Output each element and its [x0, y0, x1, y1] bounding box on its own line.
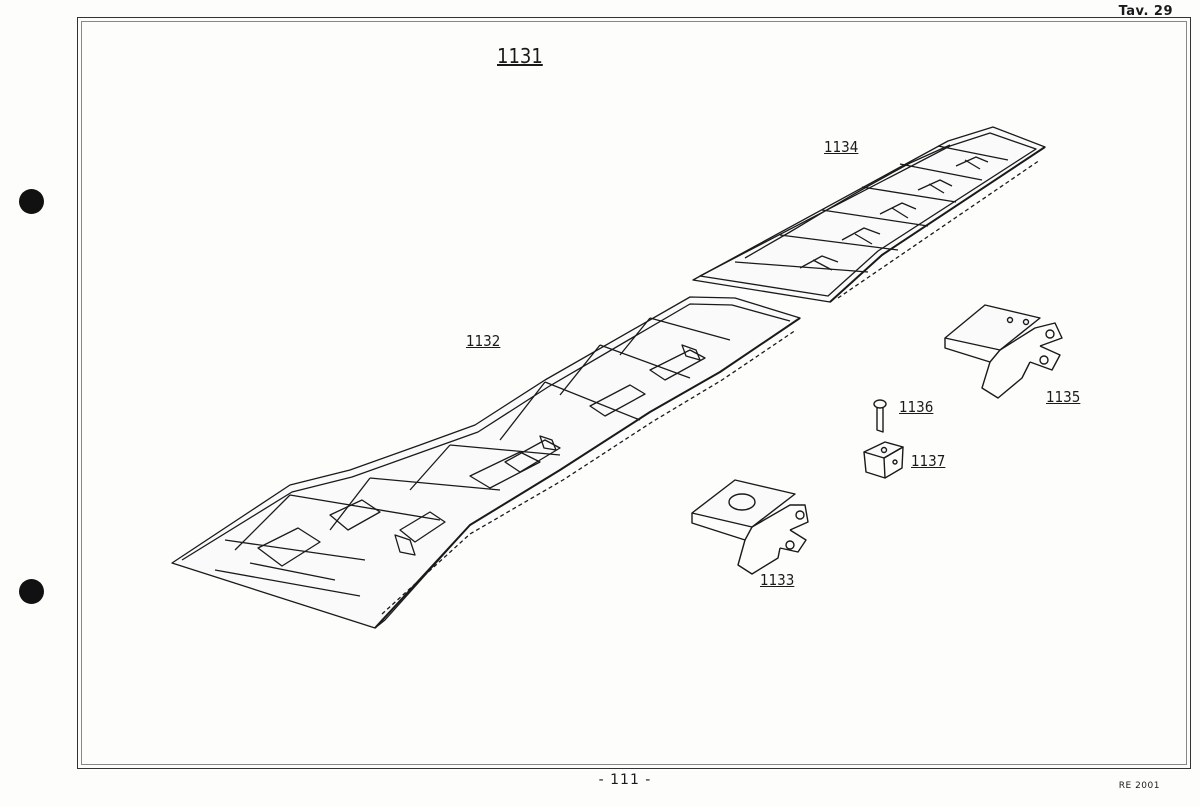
document-code: RE 2001 [1118, 781, 1160, 791]
plate-label: Tav. 29 [1118, 4, 1173, 19]
callout-block: 1137 [911, 452, 946, 470]
drawing-frame [77, 17, 1191, 769]
callout-outer-panel: 1134 [824, 138, 859, 156]
callout-inner-panel: 1132 [466, 332, 501, 350]
assembly-number: 1131 [497, 44, 543, 68]
block-drawing [863, 441, 904, 479]
callout-right-bracket: 1135 [1046, 388, 1081, 406]
callout-lower-bracket: 1133 [760, 571, 795, 589]
binder-hole-bottom [19, 579, 44, 604]
right-bracket-drawing [944, 304, 1063, 399]
page-number: - 111 - [598, 772, 652, 788]
lower-bracket-drawing [691, 479, 809, 575]
callout-pin: 1136 [899, 398, 934, 416]
binder-hole-top [19, 189, 44, 214]
outer-panel-drawing [692, 126, 1046, 303]
inner-panel-drawing [171, 296, 801, 629]
pin-drawing [873, 399, 887, 433]
